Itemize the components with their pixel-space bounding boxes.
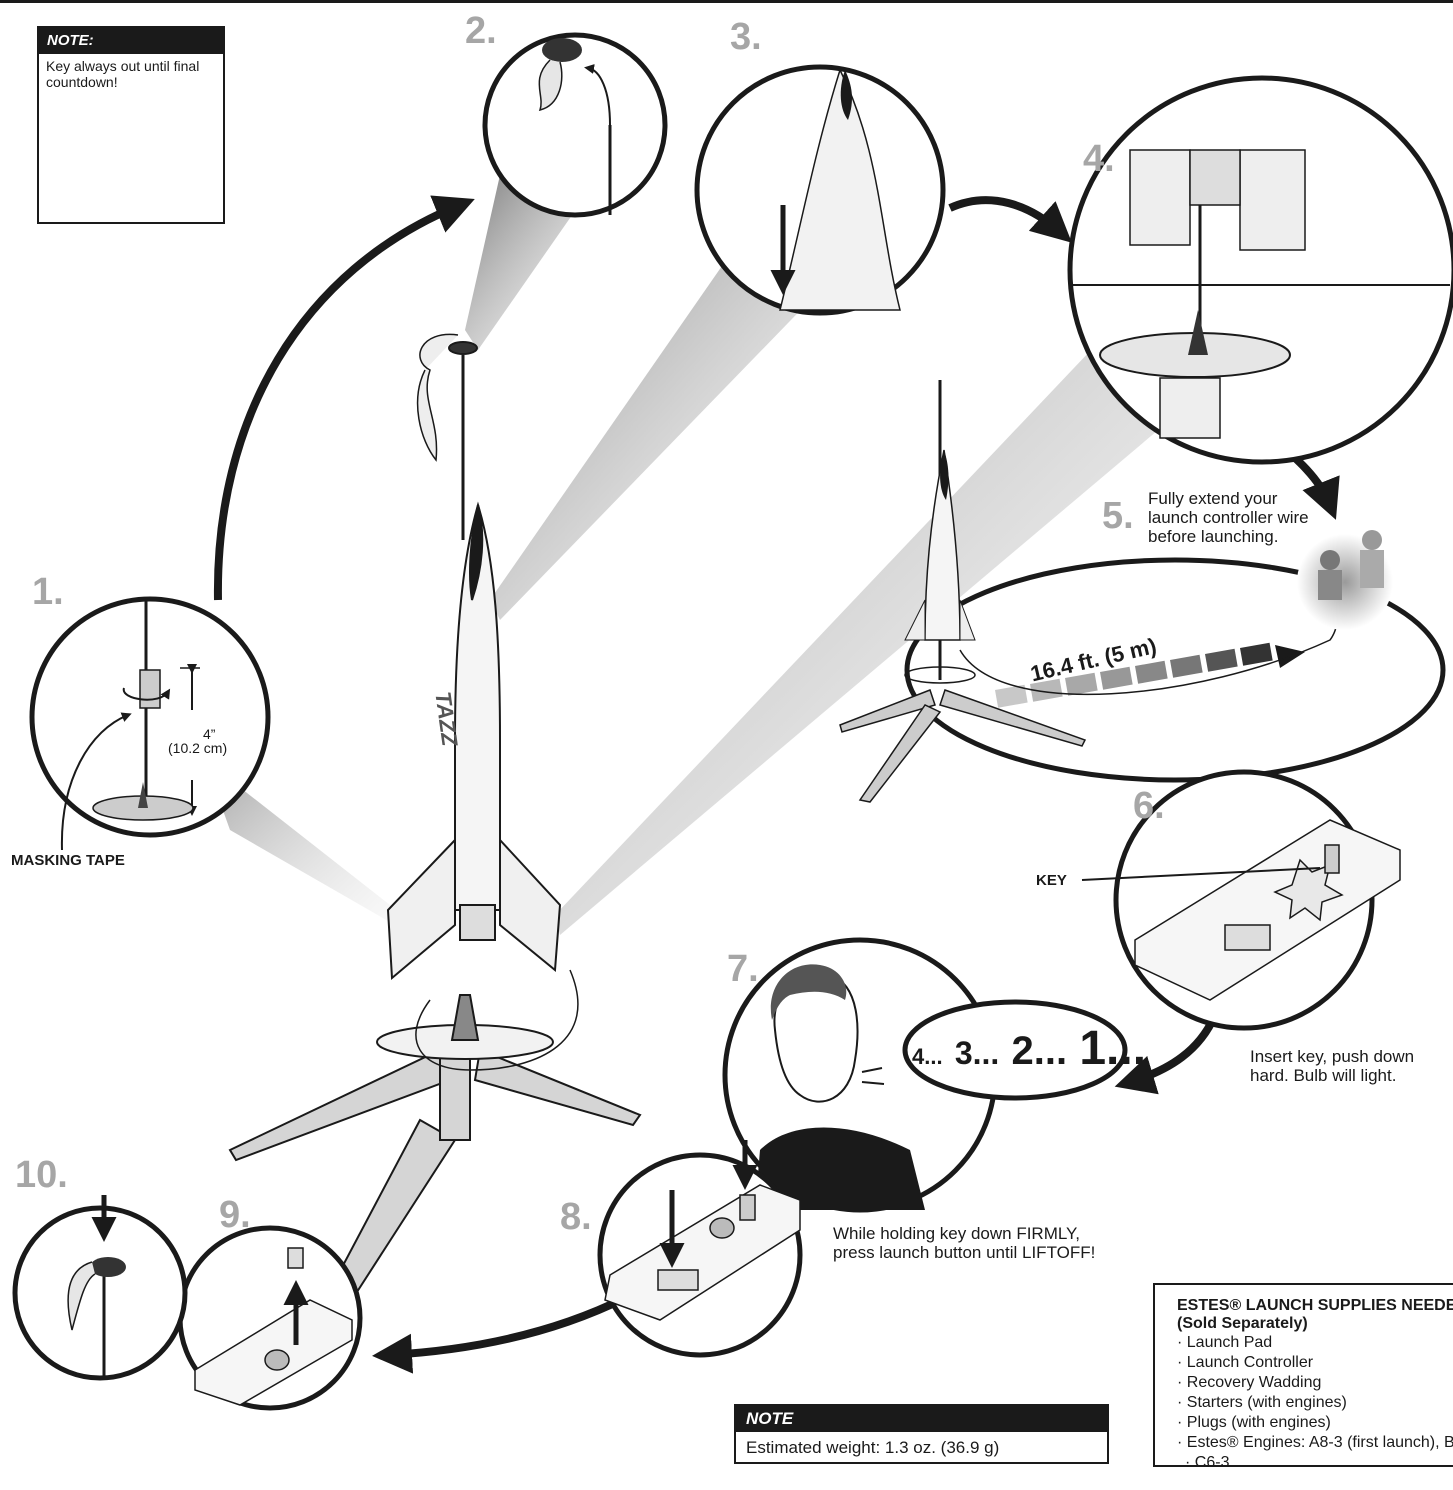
supplies-item: Launch Pad [1177,1333,1453,1353]
countdown-text: 4... 3... 2... 1... [912,1025,1146,1073]
countdown-1: 1... [1079,1022,1146,1075]
callout-circle-step4 [1070,78,1453,462]
arrow-step8-to-step9 [388,1298,625,1355]
note-bottom-text: Estimated weight: 1.3 oz. (36.9 g) [736,1432,1107,1464]
supplies-title: ESTES® LAUNCH SUPPLIES NEEDE [1155,1285,1453,1315]
callout-beams [205,175,1170,935]
masking-tape-label: MASKING TAPE [11,852,125,869]
step-number-3: 3. [730,18,762,56]
main-rocket [388,334,578,1070]
measure-cm: (10.2 cm) [168,739,227,758]
step-number-1: 1. [32,573,64,611]
supplies-subtitle: (Sold Separately) [1155,1315,1453,1333]
callout-circle-step10 [15,1195,185,1378]
supplies-item: Launch Controller [1177,1353,1453,1373]
callout-circle-step7 [725,940,1125,1210]
arrow-step3-to-step4 [950,200,1060,232]
note-box-top: NOTE: Key always out until final countdo… [37,26,225,224]
callout-circle-step2 [485,35,665,215]
countdown-4: 4... [912,1044,943,1069]
supplies-list: Launch Pad Launch Controller Recovery Wa… [1155,1333,1453,1467]
supplies-item: Plugs (with engines) [1177,1413,1453,1433]
step-number-2: 2. [465,12,497,50]
step5-caption: Fully extend your launch controller wire… [1148,489,1328,546]
step-number-7: 7. [727,950,759,988]
callout-circle-step9 [180,1228,360,1408]
step8-caption: While holding key down FIRMLY, press lau… [833,1224,1123,1262]
supplies-item: Estes® Engines: A8-3 (first launch), B [1177,1433,1453,1453]
note-heading: NOTE: [39,28,223,54]
step-number-9: 9. [219,1196,251,1234]
note-text: Key always out until final countdown! [39,54,223,94]
supplies-item: C6-3 [1177,1453,1453,1467]
callout-circle-step6 [1082,772,1400,1028]
step6-caption: Insert key, push down hard. Bulb will li… [1250,1047,1430,1085]
note-box-bottom: NOTE Estimated weight: 1.3 oz. (36.9 g) [734,1404,1109,1464]
step-number-5: 5. [1102,497,1134,535]
step-number-8: 8. [560,1198,592,1236]
countdown-3: 3... [955,1035,999,1071]
countdown-2: 2... [1012,1029,1068,1073]
key-label: KEY [1036,872,1067,889]
step-number-10: 10. [15,1156,68,1194]
supplies-item: Recovery Wadding [1177,1373,1453,1393]
step-number-4: 4. [1083,140,1115,178]
step-number-6: 6. [1133,787,1165,825]
note-bottom-heading: NOTE [736,1406,1107,1432]
launch-supplies-box: ESTES® LAUNCH SUPPLIES NEEDE (Sold Separ… [1153,1283,1453,1467]
supplies-item: Starters (with engines) [1177,1393,1453,1413]
callout-circle-step3 [697,67,943,313]
